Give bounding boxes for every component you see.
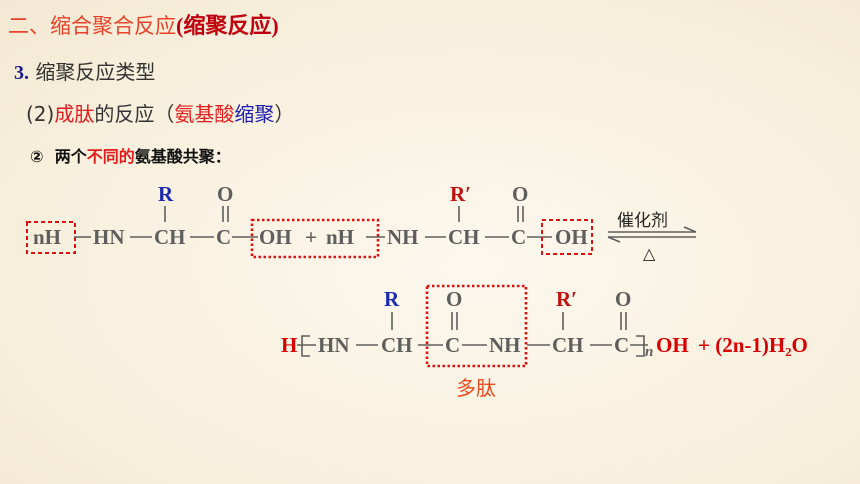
water-byproduct: + (2n-1)H₂O [698,333,808,357]
forward-arrowhead [683,226,697,233]
r-prime-group: R′ [450,182,471,206]
hydroxyl: OH [555,225,588,249]
carbonyl-carbon: C [216,225,231,249]
r-group: R [384,287,400,311]
subsection-heading: 3. 缩聚反应类型 [14,60,156,84]
oxygen: O [217,182,233,206]
alpha-carbon: CH [381,333,413,357]
amine-h: nH [33,225,61,249]
right-bracket [636,335,645,357]
amine-h: nH [326,225,354,249]
r-group: R [158,182,174,206]
item-text: ② 两个不同的氨基酸共聚： [30,147,231,166]
plus-sign: + [305,225,317,249]
alpha-carbon: CH [448,225,480,249]
oxygen: O [512,182,528,206]
section-heading: 二、缩合聚合反应(缩聚反应) [8,13,279,38]
carbonyl-carbon: C [445,333,460,357]
terminal-oh: OH [656,333,689,357]
dashed-box [541,219,593,255]
carbonyl-carbon: C [614,333,629,357]
amide-nh: NH [489,333,521,357]
carbonyl-carbon: C [511,225,526,249]
oxygen: O [446,287,462,311]
left-bracket [301,335,310,357]
topic-heading: (2)成肽的反应（氨基酸缩聚） [26,102,295,126]
amine-group: HN [93,225,125,249]
alpha-carbon: CH [552,333,584,357]
amine-group: HN [318,333,350,357]
polypeptide-label: 多肽 [456,376,496,400]
alpha-carbon: CH [154,225,186,249]
catalyst-label: 催化剂 [617,211,668,231]
oxygen: O [615,287,631,311]
r-prime-group: R′ [556,287,577,311]
heat-symbol: △ [643,244,656,263]
dotted-box [250,218,380,259]
amine-group: NH [387,225,419,249]
terminal-h: H [281,333,297,357]
repeat-n: n [645,344,653,360]
hydroxyl: OH [259,225,292,249]
reverse-arrowhead [607,236,621,243]
